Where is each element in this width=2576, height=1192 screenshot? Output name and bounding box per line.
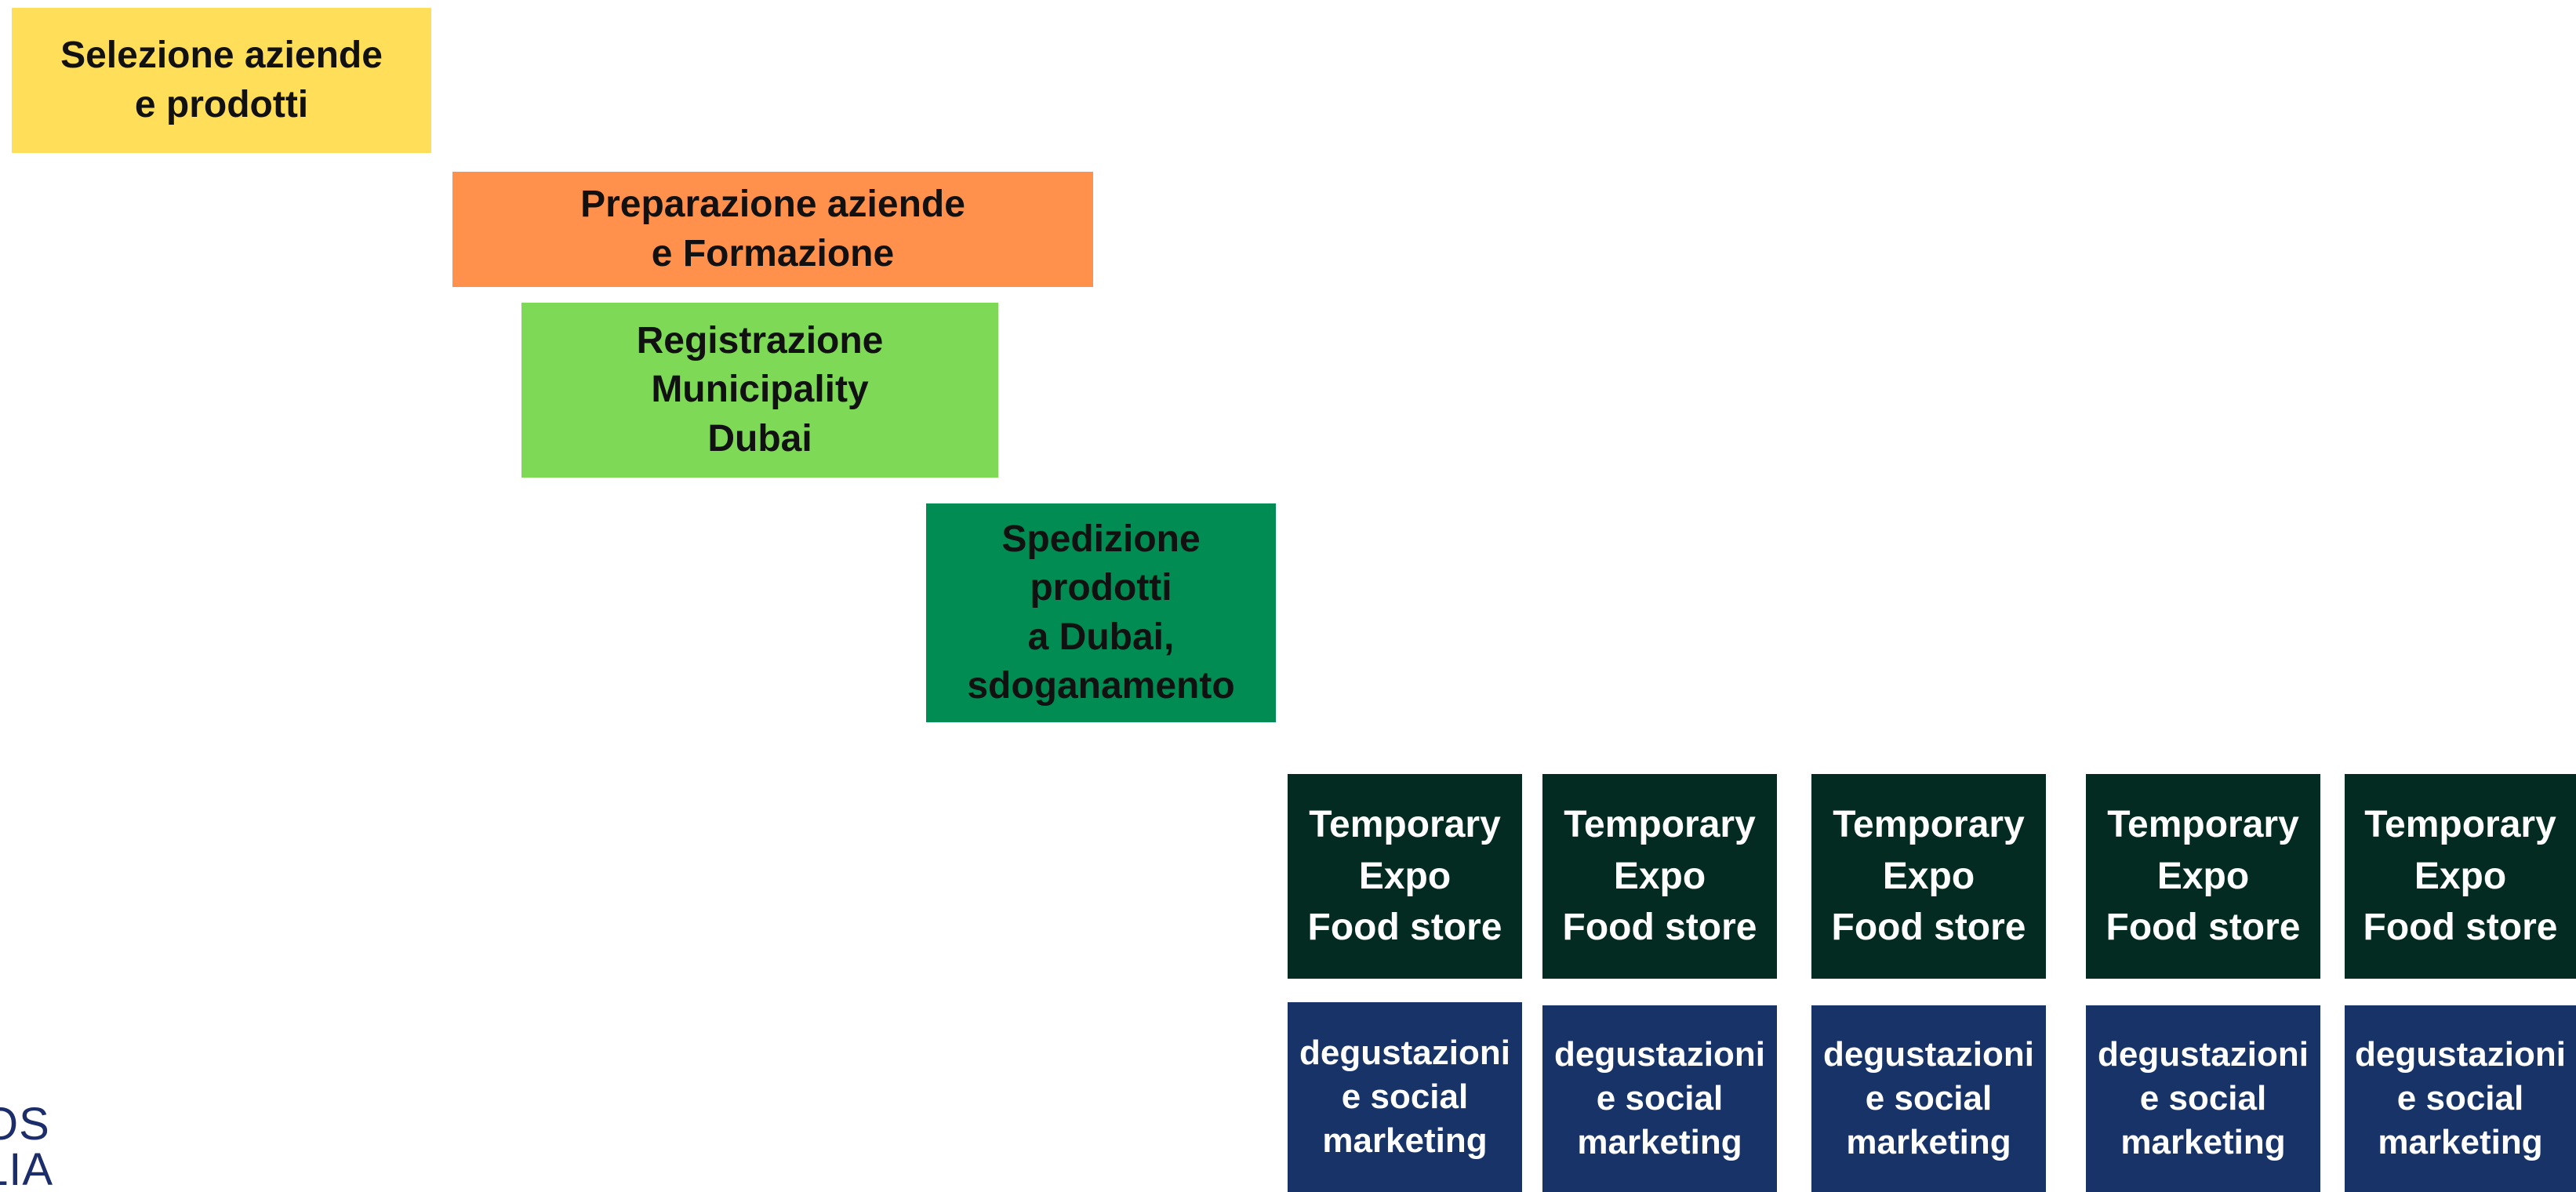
phase-selection-box: Selezione aziende e prodotti <box>12 8 431 153</box>
tasting-box-3: degustazioni e social marketing <box>1811 1005 2046 1192</box>
phase-registration-box: Registrazione Municipality Dubai <box>521 303 998 478</box>
tasting-box-1: degustazioni e social marketing <box>1288 1002 1522 1192</box>
store-box-1: Temporary Expo Food store <box>1288 774 1522 979</box>
store-box-2: Temporary Expo Food store <box>1542 774 1777 979</box>
tasting-box-5: degustazioni e social marketing <box>2345 1005 2576 1192</box>
phase-shipping-box: Spedizione prodotti a Dubai, sdoganament… <box>926 503 1276 722</box>
store-box-4: Temporary Expo Food store <box>2086 774 2320 979</box>
tasting-box-4: degustazioni e social marketing <box>2086 1005 2320 1192</box>
phase-preparation-box: Preparazione aziende e Formazione <box>452 172 1093 287</box>
tasting-box-2: degustazioni e social marketing <box>1542 1005 1777 1192</box>
store-box-5: Temporary Expo Food store <box>2345 774 2576 979</box>
brand-logo: OS LIA <box>0 1099 54 1192</box>
store-box-3: Temporary Expo Food store <box>1811 774 2046 979</box>
